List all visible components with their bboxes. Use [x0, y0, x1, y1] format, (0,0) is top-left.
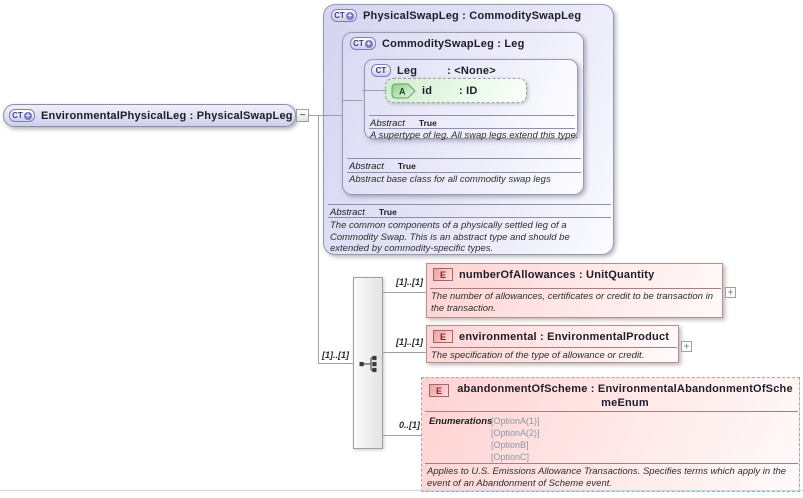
- attribute-type: : ID: [459, 85, 478, 97]
- sequence-icon: [359, 355, 377, 373]
- divider: [328, 204, 611, 205]
- cardinality-label-abandonmentofscheme: 0..[1]: [399, 420, 421, 430]
- enumeration-value: [OptionA(1)]: [491, 416, 540, 426]
- commodityswapleg-abstract-row: Abstract True: [349, 161, 416, 172]
- divider: [369, 115, 575, 116]
- element-icon: E: [433, 268, 453, 281]
- commodityswapleg-documentation: Abstract base class for all commodity sw…: [349, 174, 551, 185]
- leg-type: : <None>: [447, 64, 496, 77]
- complex-type-icon: CT +: [350, 37, 376, 50]
- element-icon: E: [433, 330, 453, 343]
- plus-icon: +: [345, 10, 354, 20]
- svg-text:A: A: [399, 87, 406, 97]
- abstract-label: Abstract: [349, 161, 384, 172]
- ct-badge-text: CT: [353, 38, 364, 48]
- abstract-value: True: [418, 118, 437, 128]
- plus-icon: +: [364, 38, 373, 48]
- collapse-button[interactable]: −: [296, 109, 309, 122]
- attribute-box-id[interactable]: A id : ID: [385, 78, 527, 103]
- commodityswapleg-label: CommoditySwapLeg : Leg: [382, 37, 525, 50]
- leg-documentation: A supertype of leg. All swap legs extend…: [370, 130, 579, 141]
- attribute-name: id: [422, 85, 433, 97]
- leg-name: Leg: [397, 64, 418, 77]
- complex-type-icon: CT +: [331, 9, 357, 22]
- enumeration-value: [OptionC]: [491, 452, 530, 462]
- divider: [425, 411, 798, 412]
- complex-type-icon: CT +: [9, 109, 35, 122]
- cardinality-label-root: [1]..[1]: [322, 350, 349, 360]
- element-node-abandonmentofscheme[interactable]: E abandonmentOfScheme : EnvironmentalAba…: [421, 377, 800, 492]
- divider: [425, 463, 798, 464]
- type-box-commodityswapleg[interactable]: CT + CommoditySwapLeg : Leg CT Leg : <No…: [342, 32, 584, 195]
- leg-abstract-row: Abstract True: [370, 118, 437, 129]
- root-element-node[interactable]: CT + EnvironmentalPhysicalLeg : Physical…: [3, 104, 296, 127]
- element-label: abandonmentOfScheme : EnvironmentalAband…: [457, 383, 793, 409]
- divider: [328, 217, 611, 218]
- abstract-value: True: [378, 207, 397, 217]
- element-node-environmental[interactable]: E environmental : EnvironmentalProduct T…: [426, 325, 679, 363]
- ct-badge-text: CT: [334, 10, 345, 20]
- sequence-connector[interactable]: [353, 277, 383, 449]
- element-label: environmental : EnvironmentalProduct: [459, 331, 670, 343]
- expand-button-numberofallowances[interactable]: +: [725, 287, 736, 298]
- physicalswapleg-documentation: The common components of a physically se…: [330, 220, 570, 254]
- element-icon: E: [429, 384, 449, 397]
- enumeration-value: [OptionA(2)]: [491, 428, 540, 438]
- root-element-label: EnvironmentalPhysicalLeg : PhysicalSwapL…: [41, 109, 293, 122]
- abstract-value: True: [397, 161, 416, 171]
- enumeration-value: [OptionB]: [491, 440, 529, 450]
- canvas-bottom-edge: [0, 490, 803, 491]
- element-documentation: The specification of the type of allowan…: [431, 350, 645, 361]
- ct-badge-text: CT: [375, 65, 387, 75]
- element-documentation: Applies to U.S. Emissions Allowance Tran…: [427, 466, 787, 489]
- abstract-label: Abstract: [370, 118, 405, 129]
- cardinality-label-environmental: [1]..[1]: [396, 337, 423, 347]
- divider: [369, 128, 575, 129]
- element-node-numberofallowances[interactable]: E numberOfAllowances : UnitQuantity The …: [426, 263, 723, 318]
- expand-button-environmental[interactable]: +: [681, 341, 692, 352]
- enumerations-list: [OptionA(1)] [OptionA(2)] [OptionB] [Opt…: [491, 415, 540, 463]
- complex-type-icon: CT: [371, 64, 391, 77]
- divider: [347, 172, 581, 173]
- divider: [430, 347, 677, 348]
- cardinality-label-numberofallowances: [1]..[1]: [396, 277, 423, 287]
- abstract-label: Abstract: [330, 207, 365, 218]
- divider: [430, 288, 721, 289]
- physicalswapleg-label: PhysicalSwapLeg : CommoditySwapLeg: [363, 9, 582, 22]
- divider: [347, 158, 581, 159]
- physicalswapleg-abstract-row: Abstract True: [330, 207, 397, 218]
- element-documentation: The number of allowances, certificates o…: [431, 291, 713, 314]
- attribute-icon: A: [391, 83, 416, 99]
- plus-icon: +: [23, 110, 32, 120]
- enumerations-label: Enumerations: [429, 416, 493, 427]
- element-label: numberOfAllowances : UnitQuantity: [459, 269, 655, 281]
- ct-badge-text: CT: [12, 110, 23, 120]
- type-box-physicalswapleg[interactable]: CT + PhysicalSwapLeg : CommoditySwapLeg …: [323, 4, 614, 255]
